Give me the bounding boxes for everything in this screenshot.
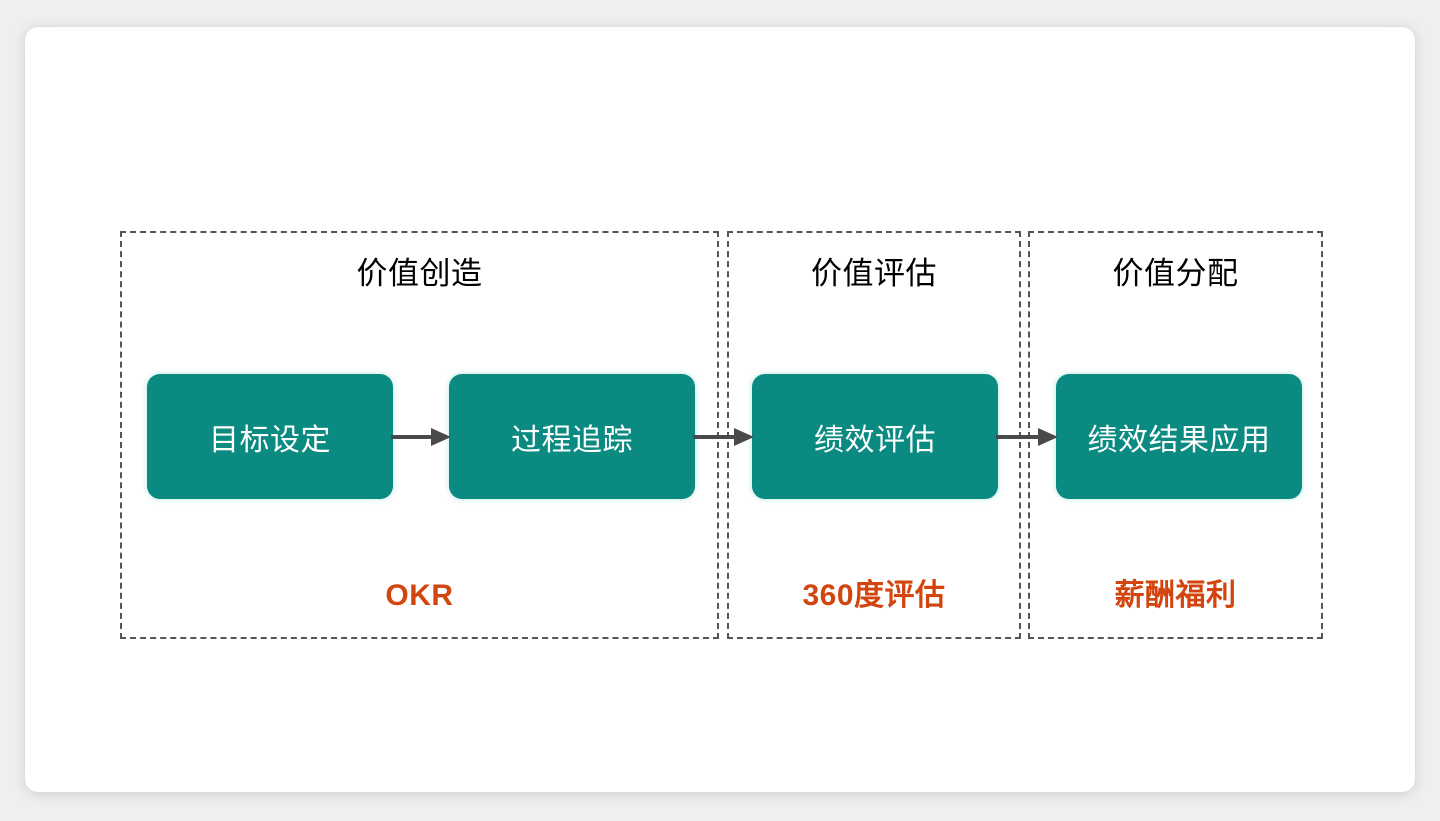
arrow-icon-goal-to-tracking bbox=[391, 426, 451, 448]
phase-value-allocation: 价值分配 薪酬福利 bbox=[1028, 231, 1323, 639]
arrow-icon-tracking-to-review bbox=[693, 426, 754, 448]
phase-title-value-allocation: 价值分配 bbox=[1112, 256, 1239, 291]
phase-tag-360-review: 360度评估 bbox=[802, 579, 946, 612]
process-node-goal-setting[interactable]: 目标设定 bbox=[147, 374, 393, 499]
phase-title-value-creation: 价值创造 bbox=[356, 256, 483, 291]
phase-value-creation: 价值创造 OKR bbox=[120, 231, 719, 639]
phase-tag-compensation-benefits: 薪酬福利 bbox=[1114, 579, 1237, 612]
phase-title-value-assessment: 价值评估 bbox=[811, 256, 937, 291]
process-node-progress-tracking[interactable]: 过程追踪 bbox=[449, 374, 695, 499]
slide-card: 价值创造 OKR 价值评估 360度评估 价值分配 薪酬福利 目标设定 过程追踪… bbox=[25, 27, 1415, 792]
phase-tag-okr: OKR bbox=[385, 579, 454, 612]
process-node-performance-review[interactable]: 绩效评估 bbox=[752, 374, 998, 499]
process-flow-diagram: 价值创造 OKR 价值评估 360度评估 价值分配 薪酬福利 目标设定 过程追踪… bbox=[120, 231, 1323, 639]
arrow-icon-review-to-application bbox=[996, 426, 1058, 448]
process-node-performance-result-application[interactable]: 绩效结果应用 bbox=[1056, 374, 1302, 499]
